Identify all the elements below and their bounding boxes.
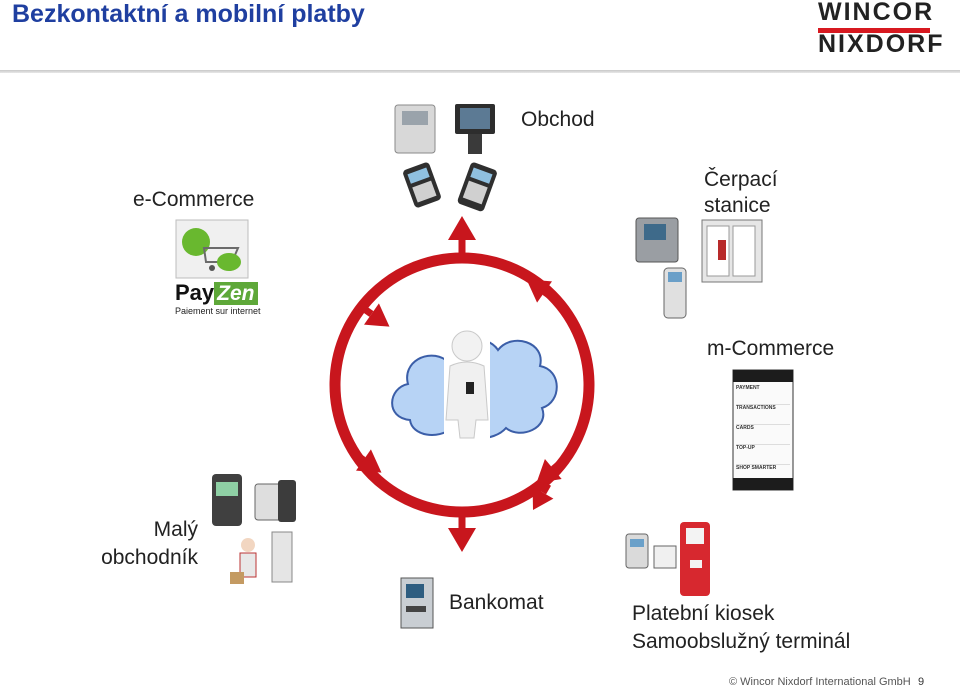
arrow-down-icon — [448, 512, 476, 552]
node-label-kiosk-line1: Platební kiosek — [632, 602, 775, 625]
arrows — [349, 216, 567, 552]
smartphone-app-icon — [732, 369, 794, 491]
arrow-up-icon — [448, 216, 476, 258]
node-label-ecommerce: e-Commerce — [133, 188, 255, 211]
payzen-brand-a: Pay — [175, 280, 215, 305]
node-label-merchant-line2: obchodník — [101, 546, 198, 569]
handheld-terminal-icon — [212, 474, 296, 584]
wincor-nixdorf-logo: WINCOR NIXDORF — [818, 0, 943, 58]
atm-icon — [400, 577, 434, 629]
logo-bar — [818, 28, 930, 33]
phone-menu-item: PAYMENT — [736, 385, 790, 405]
payzen-tagline: Paiement sur internet — [175, 306, 261, 316]
node-label-fuel-line1: Čerpací — [704, 168, 778, 191]
person-with-phone-icon — [444, 330, 490, 440]
slide-title: Bezkontaktní a mobilní platby — [12, 0, 365, 28]
phone-menu-item: TOP-UP — [736, 445, 790, 465]
page-number: 9 — [918, 676, 925, 688]
node-label-fuel: Čerpací stanice — [704, 167, 778, 219]
shopping-cart-icon — [175, 219, 249, 279]
phone-menu-item: CARDS — [736, 425, 790, 445]
phone-menu-item: TRANSACTIONS — [736, 405, 790, 425]
node-label-shop: Obchod — [521, 108, 595, 131]
arrow-bottom-right-icon — [532, 482, 554, 510]
fuel-pump-icon — [635, 217, 763, 319]
node-label-kiosk: Platební kiosek Samoobslužný terminál — [632, 600, 850, 656]
node-label-merchant-line1: Malý — [153, 518, 198, 541]
arrow-upper-left-icon — [357, 303, 390, 327]
node-label-mcommerce: m-Commerce — [707, 337, 835, 360]
node-label-atm: Bankomat — [449, 591, 544, 614]
payzen-brand-b: Zen — [214, 282, 258, 305]
node-label-merchant: Malý obchodník — [60, 516, 198, 572]
phone-app-menu: PAYMENT TRANSACTIONS CARDS TOP-UP SHOP S… — [736, 385, 790, 479]
kiosk-icon — [625, 522, 710, 596]
arrow-lower-right-icon — [536, 457, 567, 484]
arrow-upper-right-icon — [526, 279, 559, 303]
phone-menu-item: SHOP SMARTER — [736, 465, 777, 471]
node-label-fuel-line2: stanice — [704, 194, 771, 217]
footer-copyright: © Wincor Nixdorf International GmbH — [729, 676, 911, 688]
arrow-lower-left-icon — [349, 449, 382, 473]
node-label-kiosk-line2: Samoobslužný terminál — [632, 630, 851, 653]
header-divider — [0, 70, 960, 73]
logo-line-1: WINCOR — [818, 0, 935, 26]
logo-line-2: NIXDORF — [818, 30, 945, 58]
pos-terminal-icon — [394, 104, 497, 212]
